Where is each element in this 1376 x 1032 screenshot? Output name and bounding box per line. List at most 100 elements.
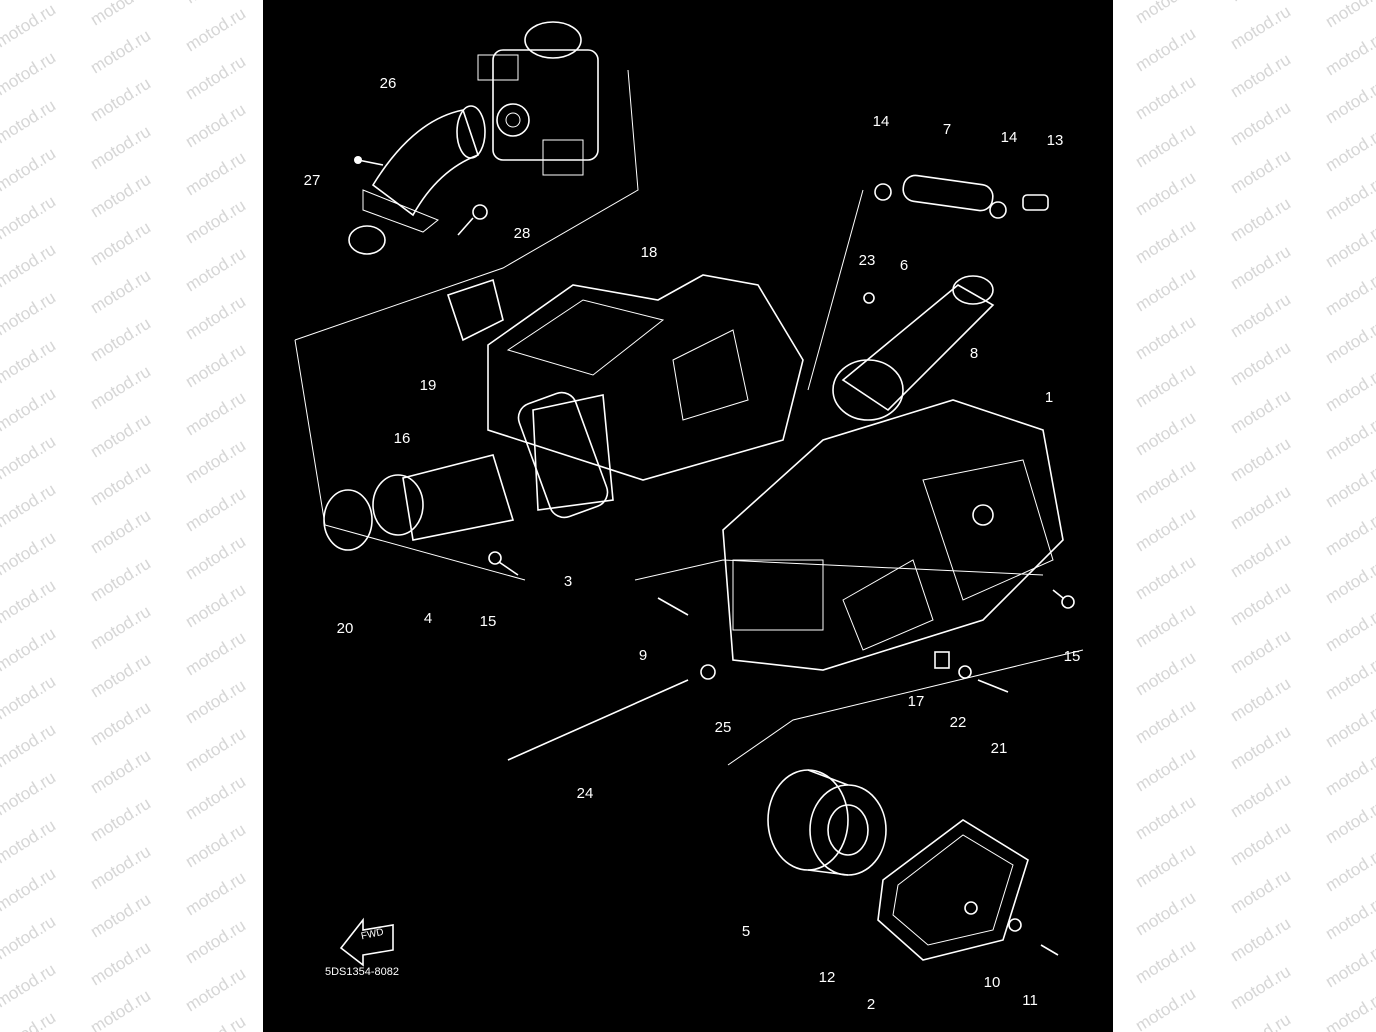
watermark-text: motod.ru xyxy=(1132,120,1199,172)
watermark-text: motod.ru xyxy=(0,336,59,388)
callout-24: 24 xyxy=(576,785,594,802)
watermark-text: motod.ru xyxy=(1132,456,1199,508)
screw-11-illustration xyxy=(1040,944,1059,956)
watermark-text: motod.ru xyxy=(182,196,249,248)
watermark-text: motod.ru xyxy=(1227,50,1294,102)
watermark-text: motod.ru xyxy=(182,628,249,680)
parts-diagram-panel: 26 27 28 18 19 16 20 4 15 3 14 7 14 13 2… xyxy=(263,0,1113,1032)
watermark-text: motod.ru xyxy=(87,218,154,270)
watermark-text: motod.ru xyxy=(0,1008,59,1032)
watermark-text: motod.ru xyxy=(87,938,154,990)
watermark-text: motod.ru xyxy=(1322,988,1376,1032)
watermark-text: motod.ru xyxy=(0,192,59,244)
watermark-text: motod.ru xyxy=(87,458,154,510)
screw-9-illustration xyxy=(657,597,689,616)
watermark-text: motod.ru xyxy=(1322,604,1376,656)
watermark-text: motod.ru xyxy=(0,960,59,1012)
watermark-text: motod.ru xyxy=(1227,722,1294,774)
watermark-text: motod.ru xyxy=(1132,504,1199,556)
callout-frame-top xyxy=(294,69,639,341)
watermark-text: motod.ru xyxy=(87,698,154,750)
watermark-text: motod.ru xyxy=(1322,172,1376,224)
watermark-text: motod.ru xyxy=(87,26,154,78)
watermark-text: motod.ru xyxy=(0,720,59,772)
carburetor-illustration xyxy=(477,21,599,176)
watermark-text: motod.ru xyxy=(0,96,59,148)
watermark-text: motod.ru xyxy=(1227,770,1294,822)
watermark-text: motod.ru xyxy=(182,148,249,200)
watermark-text: motod.ru xyxy=(0,48,59,100)
watermark-text: motod.ru xyxy=(0,240,59,292)
watermark-text: motod.ru xyxy=(0,816,59,868)
watermark-text: motod.ru xyxy=(1227,674,1294,726)
watermark-text: motod.ru xyxy=(1227,962,1294,1014)
callout-23: 23 xyxy=(858,252,876,269)
watermark-text: motod.ru xyxy=(1322,364,1376,416)
callout-18: 18 xyxy=(640,244,658,261)
watermark-text: motod.ru xyxy=(1132,168,1199,220)
watermark-text: motod.ru xyxy=(87,650,154,702)
watermark-text: motod.ru xyxy=(1227,338,1294,390)
watermark-text: motod.ru xyxy=(182,772,249,824)
gasket-3-illustration xyxy=(517,391,609,519)
callout-10: 10 xyxy=(983,974,1001,991)
callout-26: 26 xyxy=(379,75,397,92)
watermark-text: motod.ru xyxy=(182,436,249,488)
collar-17-illustration xyxy=(934,651,950,669)
watermark-text: motod.ru xyxy=(1322,76,1376,128)
watermark-text: motod.ru xyxy=(182,724,249,776)
watermark-text: motod.ru xyxy=(1132,24,1199,76)
watermark-text: motod.ru xyxy=(1227,194,1294,246)
watermark-text: motod.ru xyxy=(1227,578,1294,630)
callout-16: 16 xyxy=(393,430,411,447)
watermark-text: motod.ru xyxy=(182,340,249,392)
clamp-20-illustration xyxy=(323,489,373,551)
watermark-text: motod.ru xyxy=(0,768,59,820)
watermark-text: motod.ru xyxy=(182,580,249,632)
watermark-text: motod.ru xyxy=(1227,866,1294,918)
callout-7: 7 xyxy=(942,121,952,138)
filter-case-cap-illustration xyxy=(487,274,804,511)
watermark-text: motod.ru xyxy=(1227,2,1294,54)
watermark-text: motod.ru xyxy=(87,122,154,174)
watermark-text: motod.ru xyxy=(182,100,249,152)
filter-case-1-illustration xyxy=(722,399,1064,671)
watermark-text: motod.ru xyxy=(182,868,249,920)
callout-1: 1 xyxy=(1044,389,1054,406)
fwd-arrow-icon xyxy=(339,917,394,967)
callout-25: 25 xyxy=(714,719,732,736)
watermark-text: motod.ru xyxy=(87,986,154,1032)
callout-8: 8 xyxy=(969,345,979,362)
callout-6: 6 xyxy=(899,257,909,274)
bolt-21-illustration xyxy=(977,679,1009,693)
bolt-15-left-illustration xyxy=(488,551,519,576)
watermark-text: motod.ru xyxy=(182,676,249,728)
watermark-text: motod.ru xyxy=(0,672,59,724)
watermark-text: motod.ru xyxy=(1132,360,1199,412)
watermark-text: motod.ru xyxy=(0,864,59,916)
watermark-text: motod.ru xyxy=(1322,652,1376,704)
watermark-text: motod.ru xyxy=(1132,72,1199,124)
watermark-text: motod.ru xyxy=(1227,146,1294,198)
watermark-text: motod.ru xyxy=(87,74,154,126)
watermark-text: motod.ru xyxy=(1322,412,1376,464)
callout-frame-left xyxy=(294,339,526,581)
watermark-text: motod.ru xyxy=(182,292,249,344)
callout-17: 17 xyxy=(907,693,925,710)
watermark-text: motod.ru xyxy=(1227,242,1294,294)
watermark-text: motod.ru xyxy=(1322,460,1376,512)
callout-frame-bottom xyxy=(727,649,1084,766)
watermark-text: motod.ru xyxy=(0,0,59,3)
watermark-text: motod.ru xyxy=(1227,1010,1294,1032)
bolt-15-right-illustration xyxy=(1052,589,1075,609)
callout-15-right: 15 xyxy=(1063,648,1081,665)
watermark-text: motod.ru xyxy=(1132,744,1199,796)
watermark-text: motod.ru xyxy=(1227,482,1294,534)
watermark-text: motod.ru xyxy=(1322,940,1376,992)
watermark-text: motod.ru xyxy=(182,964,249,1016)
exploded-view-drawing xyxy=(294,21,1084,967)
watermark-text: motod.ru xyxy=(87,170,154,222)
washer-22-illustration xyxy=(958,665,972,679)
clip-25-illustration xyxy=(700,664,716,680)
watermark-text: motod.ru xyxy=(1227,290,1294,342)
